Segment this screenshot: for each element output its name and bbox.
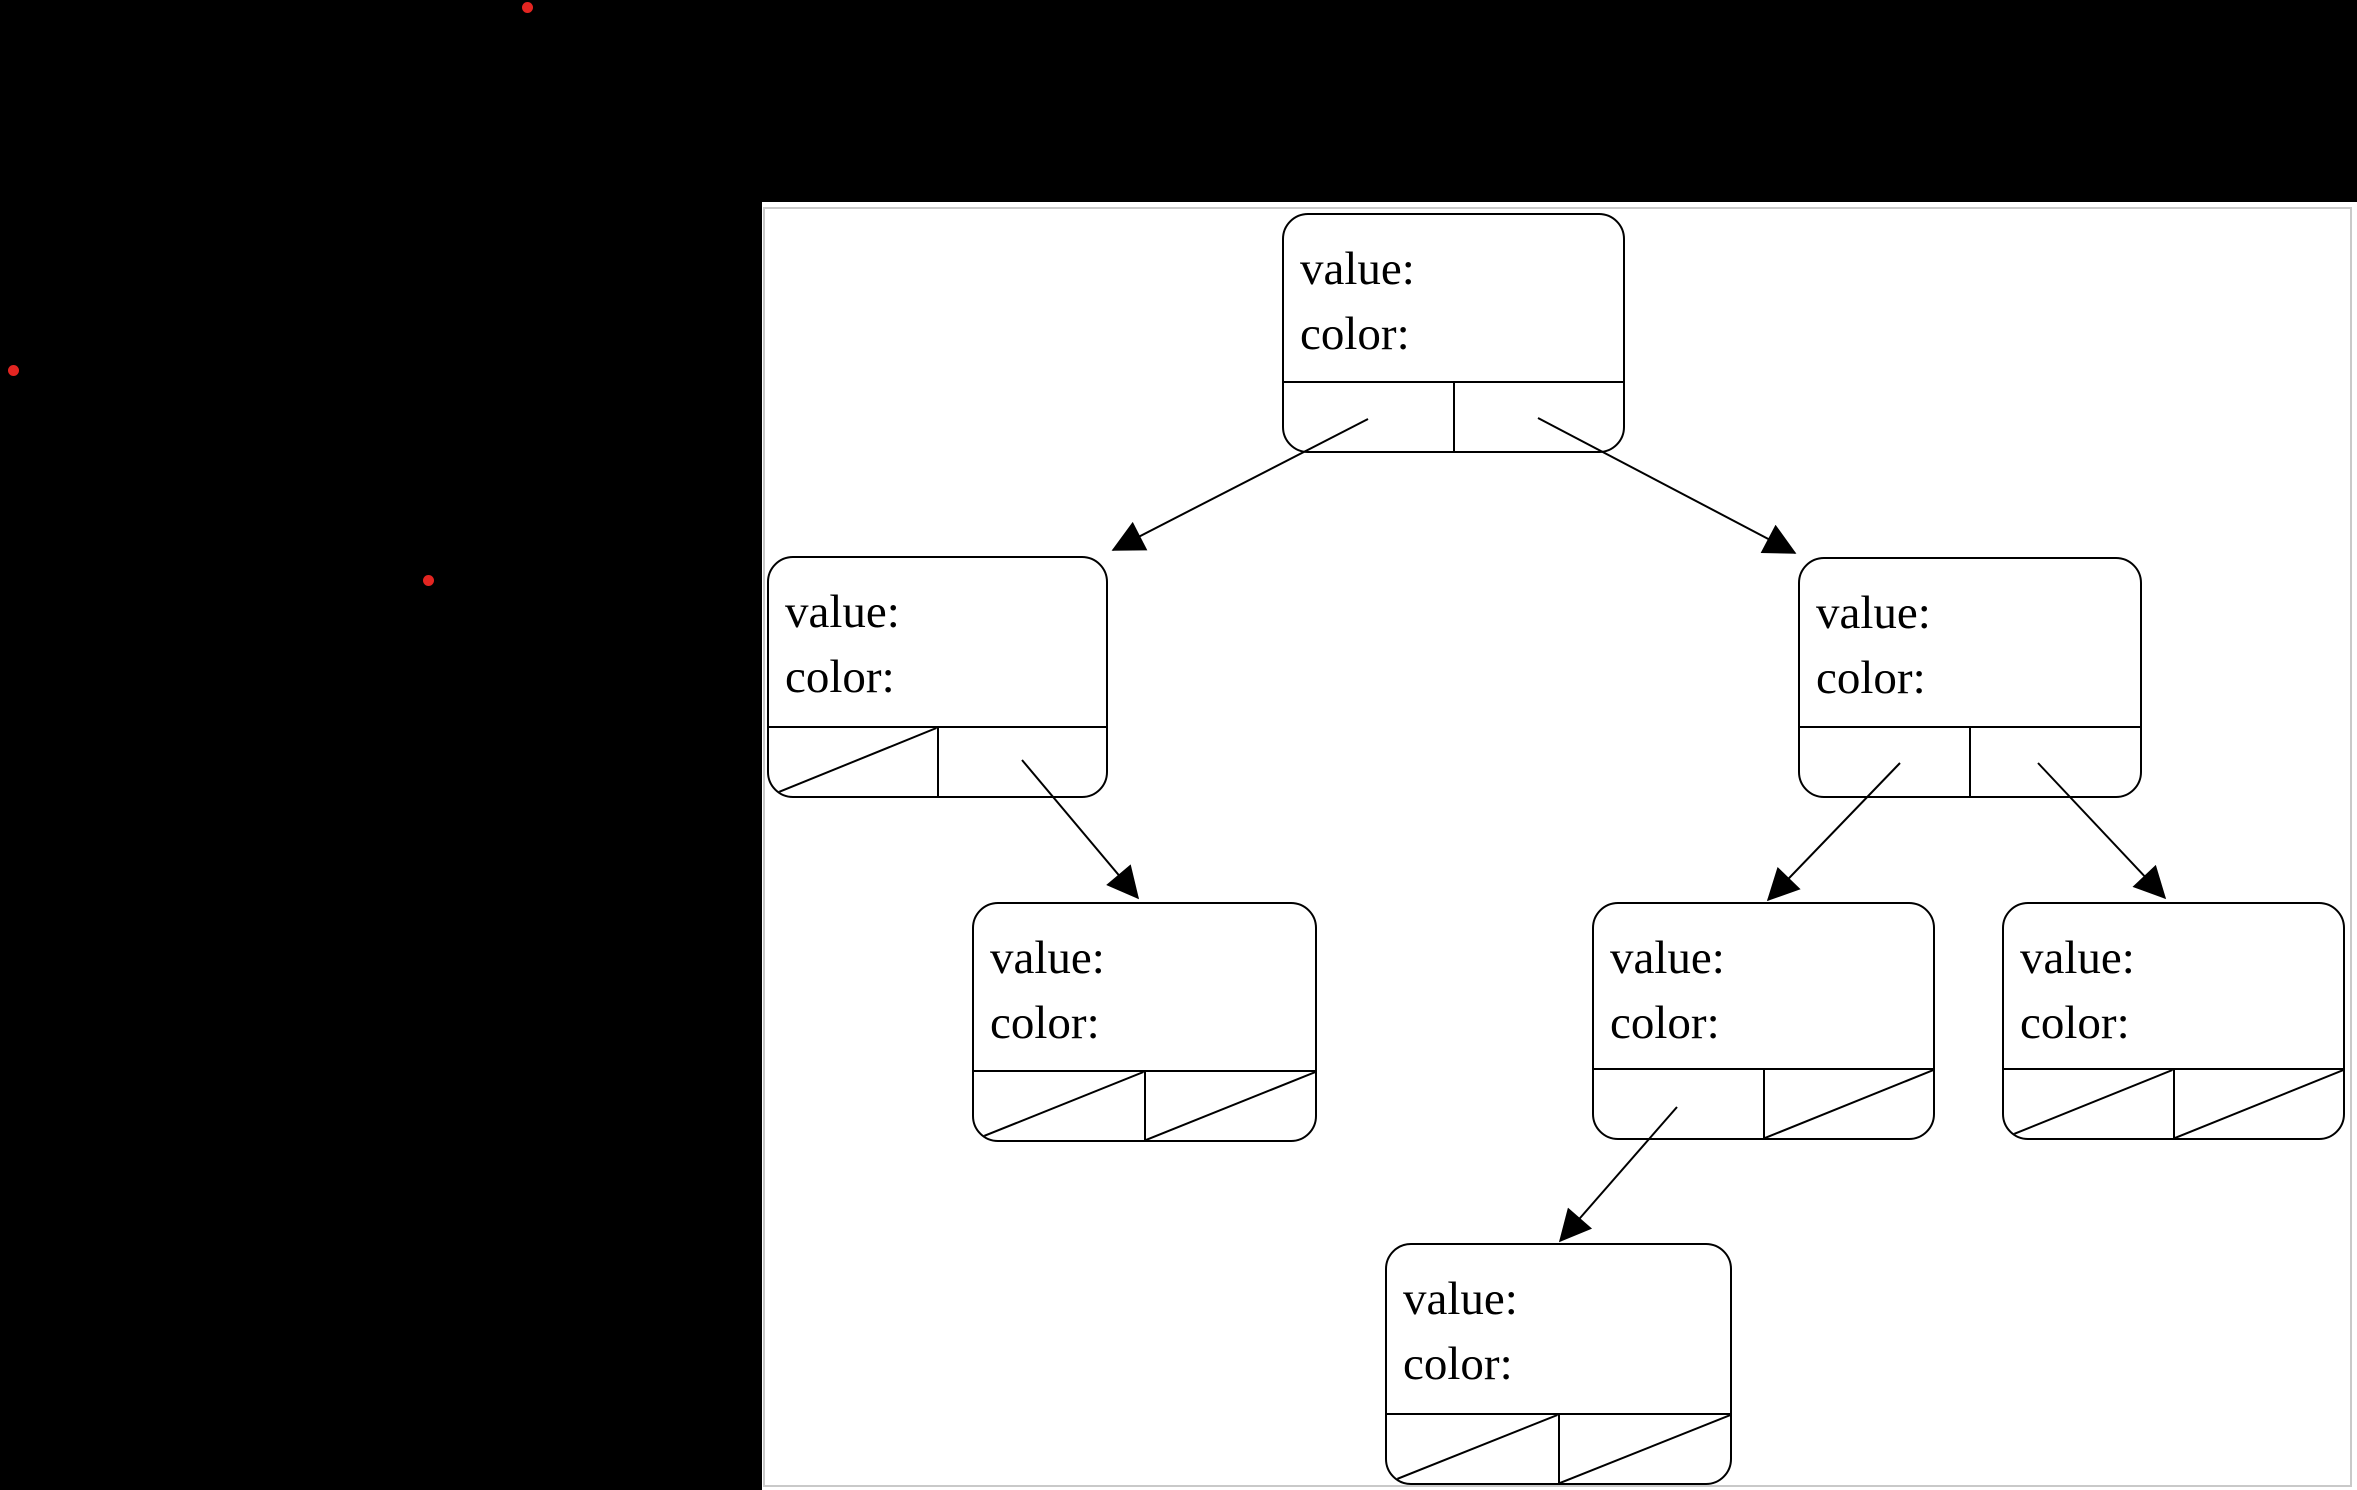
- right-pointer-cell: [2175, 1070, 2344, 1138]
- node-field-label: color:: [1300, 308, 1410, 360]
- null-pointer-slash: [1387, 1415, 1558, 1483]
- page-border: [763, 207, 2352, 1487]
- null-pointer-slash: [1560, 1415, 1731, 1483]
- null-pointer-slash: [2175, 1070, 2344, 1138]
- tree-node-root: value: color:: [1282, 213, 1625, 453]
- null-pointer-slash: [769, 728, 937, 796]
- left-pointer-cell: [2004, 1070, 2175, 1138]
- left-pointer-cell: [1594, 1070, 1765, 1138]
- node-field-label: color:: [2020, 997, 2130, 1049]
- null-pointer-slash: [2004, 1070, 2173, 1138]
- red-dot: [8, 365, 19, 376]
- node-fields: value: color:: [974, 904, 1315, 1072]
- pointer-row: [1594, 1068, 1933, 1138]
- node-field-label: color:: [785, 651, 895, 703]
- pointer-row: [974, 1070, 1315, 1140]
- null-pointer-slash: [1765, 1070, 1934, 1138]
- left-pointer-cell: [974, 1072, 1146, 1140]
- pointer-row: [1800, 726, 2140, 796]
- node-field-label: color:: [1403, 1338, 1513, 1390]
- tree-node-left: value: color:: [767, 556, 1108, 798]
- left-pointer-cell: [1800, 728, 1971, 796]
- right-pointer-cell: [1455, 383, 1624, 451]
- tree-node-left-right: value: color:: [972, 902, 1317, 1142]
- right-pointer-cell: [939, 728, 1107, 796]
- tree-node-right-right: value: color:: [2002, 902, 2345, 1140]
- node-field-label: value:: [785, 586, 900, 638]
- red-dot: [423, 575, 434, 586]
- node-field-label: value:: [990, 932, 1105, 984]
- tree-node-right-left-left: value: color:: [1385, 1243, 1732, 1485]
- tree-node-right: value: color:: [1798, 557, 2142, 798]
- node-fields: value: color:: [1284, 215, 1623, 383]
- node-fields: value: color:: [1594, 904, 1933, 1070]
- node-field-label: value:: [2020, 932, 2135, 984]
- node-field-label: color:: [1816, 652, 1926, 704]
- node-field-label: color:: [1610, 997, 1720, 1049]
- right-pointer-cell: [1146, 1072, 1316, 1140]
- null-pointer-slash: [974, 1072, 1144, 1140]
- node-fields: value: color:: [1800, 559, 2140, 728]
- left-pointer-cell: [769, 728, 939, 796]
- tree-node-right-left: value: color:: [1592, 902, 1935, 1140]
- null-pointer-slash: [1146, 1072, 1316, 1140]
- pointer-row: [769, 726, 1106, 796]
- node-field-label: value:: [1610, 932, 1725, 984]
- red-dot: [522, 2, 533, 13]
- pointer-row: [1387, 1413, 1730, 1483]
- node-field-label: color:: [990, 997, 1100, 1049]
- left-pointer-cell: [1284, 383, 1455, 451]
- left-pointer-cell: [1387, 1415, 1560, 1483]
- node-field-label: value:: [1816, 587, 1931, 639]
- right-pointer-cell: [1971, 728, 2140, 796]
- pointer-row: [1284, 381, 1623, 451]
- node-fields: value: color:: [2004, 904, 2343, 1070]
- pointer-row: [2004, 1068, 2343, 1138]
- node-field-label: value:: [1403, 1273, 1518, 1325]
- node-fields: value: color:: [769, 558, 1106, 728]
- node-field-label: value:: [1300, 243, 1415, 295]
- right-pointer-cell: [1560, 1415, 1731, 1483]
- right-pointer-cell: [1765, 1070, 1934, 1138]
- node-fields: value: color:: [1387, 1245, 1730, 1415]
